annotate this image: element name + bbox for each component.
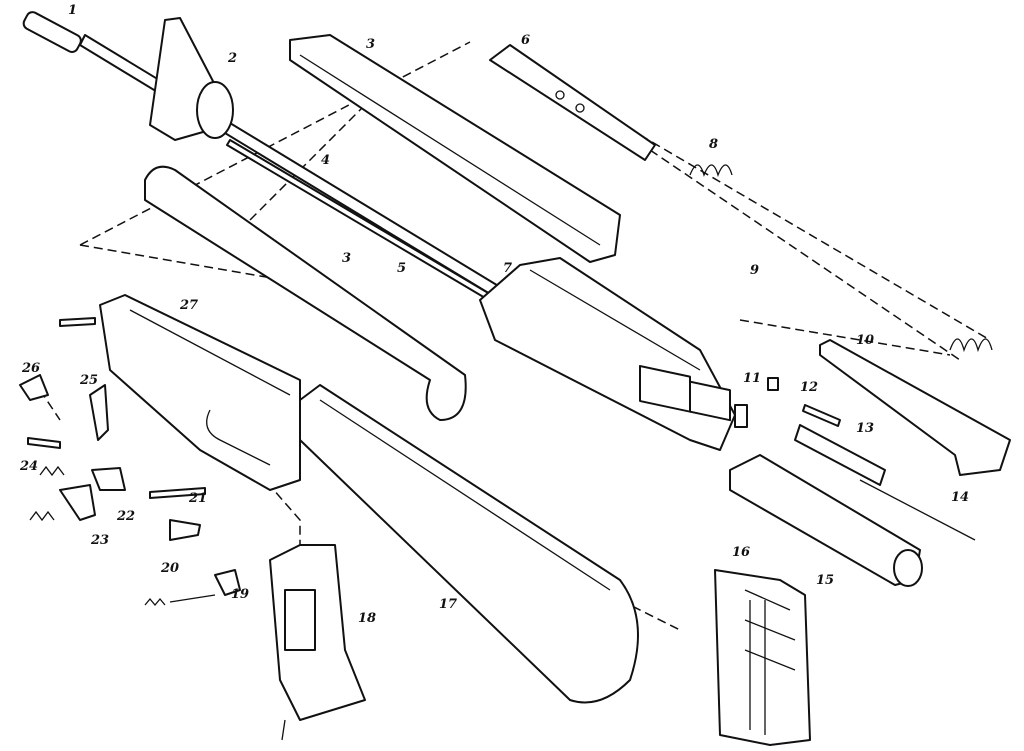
front-sight	[149, 17, 234, 141]
label-25: 25	[79, 373, 98, 388]
label-12: 12	[800, 380, 818, 395]
label-10: 10	[856, 333, 874, 348]
label-3-upper: 3	[366, 37, 375, 52]
label-19: 19	[231, 587, 249, 602]
label-27: 27	[179, 298, 198, 313]
label-4: 4	[321, 153, 330, 168]
trigger-group-parts	[19, 317, 241, 607]
action-spring	[949, 338, 993, 353]
upper-receiver	[479, 257, 736, 451]
label-24: 24	[19, 459, 38, 474]
stock	[299, 384, 639, 704]
label-8: 8	[709, 137, 718, 152]
buffer	[489, 44, 656, 161]
label-23: 23	[90, 533, 109, 548]
pistol-grip	[269, 544, 366, 741]
part-labels: 1 2 3 6 8 4 3 5 7 9 27 26 25 24 22 23 21…	[19, 3, 969, 626]
lower-receiver	[99, 294, 301, 491]
label-6: 6	[521, 33, 530, 48]
handguard-lower	[144, 165, 467, 421]
label-1: 1	[68, 3, 77, 18]
label-2: 2	[227, 51, 237, 66]
label-14: 14	[951, 490, 969, 505]
label-7: 7	[503, 261, 512, 276]
label-16: 16	[732, 545, 750, 560]
bolt-parts	[734, 377, 976, 541]
bolt-carrier	[729, 454, 923, 587]
label-26: 26	[21, 361, 40, 376]
buffer-spring	[689, 164, 733, 177]
magazine	[714, 569, 811, 746]
dust-cover	[639, 365, 731, 422]
label-21: 21	[188, 491, 207, 506]
label-15: 15	[816, 573, 834, 588]
charging-handle	[819, 339, 1011, 476]
label-22: 22	[116, 509, 135, 524]
label-18: 18	[358, 611, 376, 626]
label-20: 20	[160, 561, 179, 576]
label-13: 13	[856, 421, 874, 436]
label-11: 11	[743, 371, 761, 386]
label-5: 5	[397, 261, 406, 276]
label-9: 9	[750, 263, 759, 278]
label-17: 17	[439, 597, 457, 612]
handguard-upper	[289, 34, 621, 263]
label-3-lower: 3	[342, 251, 351, 266]
